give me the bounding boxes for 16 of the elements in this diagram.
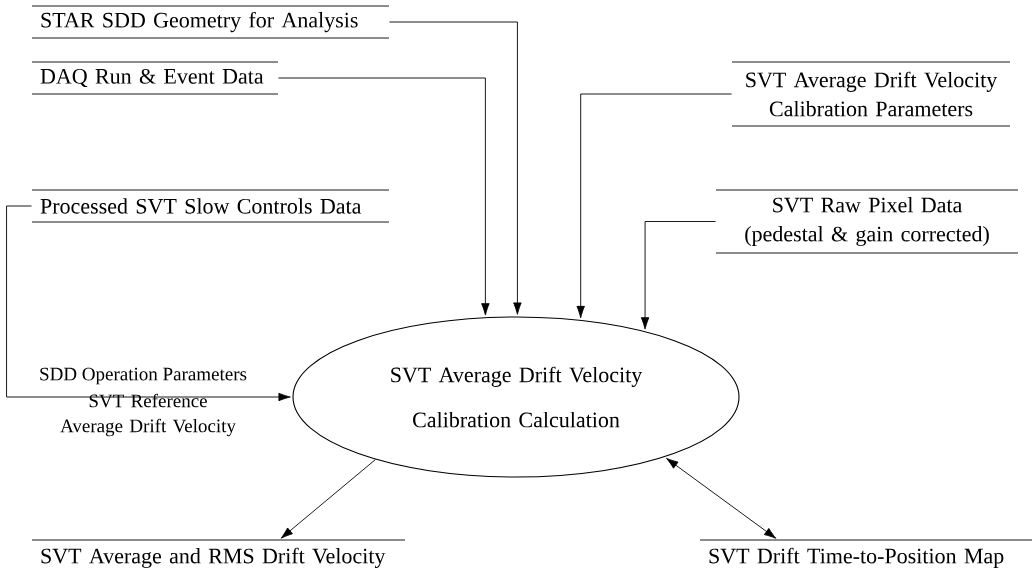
arrow: [280, 459, 376, 539]
arrow: [576, 93, 732, 319]
data-store: SVT Drift Time-to-Position Map: [699, 539, 1032, 568]
edge-label: SDD Operation Parameters: [40, 367, 247, 385]
data-store: Processed SVT Slow Controls Data: [31, 189, 390, 223]
arrow: [640, 221, 716, 330]
data-store: STAR SDD Geometry for Analysis: [31, 5, 390, 39]
arrow: [389, 21, 522, 315]
data-store: DAQ Run & Event Data: [31, 61, 279, 95]
flow-label: SVT Reference Average Drift Velocity: [60, 393, 236, 437]
data-store: SVT Average and RMS Drift Velocity: [31, 539, 406, 568]
data-store: SVT Average Drift Velocity Calibration Parameters: [731, 61, 1011, 127]
data-store: SVT Raw Pixel Data (pedestal & gain corrected): [715, 189, 1019, 254]
arrow: [6, 205, 291, 402]
arrow: [278, 77, 490, 316]
arrow: [666, 457, 777, 539]
